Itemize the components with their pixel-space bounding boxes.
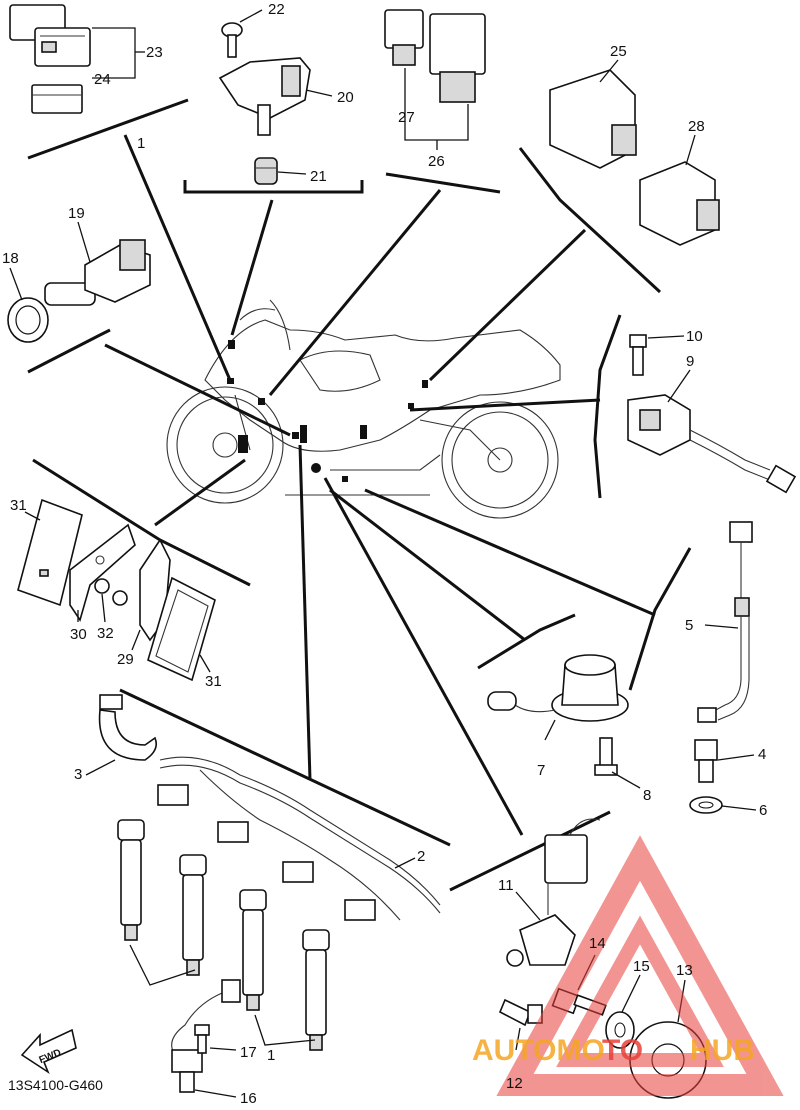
callout-7: 7 <box>537 762 545 779</box>
washer-15 <box>605 1011 635 1049</box>
motorcycle <box>166 299 561 519</box>
reflector-31b <box>147 576 216 682</box>
bolt-12 <box>498 998 543 1027</box>
pickup-7 <box>487 654 629 722</box>
fwd-arrow <box>20 1028 77 1075</box>
bolt-8 <box>594 737 618 776</box>
washer-32 <box>94 578 128 606</box>
relay-26 <box>429 13 486 103</box>
callout-18: 18 <box>2 250 19 267</box>
callout-5: 5 <box>685 617 693 634</box>
section-frames <box>27 98 692 892</box>
callout-30: 30 <box>70 626 87 643</box>
callout-28: 28 <box>688 118 705 135</box>
callout-24: 24 <box>94 71 111 88</box>
screw-22 <box>221 22 243 58</box>
callout-12: 12 <box>506 1075 523 1092</box>
watermark-part2: TO <box>602 1034 643 1067</box>
relay-unit-23 <box>9 4 91 67</box>
callout-19: 19 <box>68 205 85 222</box>
grommet-21 <box>254 157 278 185</box>
callout-8: 8 <box>643 787 651 804</box>
ignition-coils-1 <box>117 819 330 1051</box>
callout-14: 14 <box>589 935 606 952</box>
washer-6 <box>689 796 723 814</box>
callout-25: 25 <box>610 43 627 60</box>
clamp-3 <box>98 694 158 761</box>
washer-18 <box>7 297 49 343</box>
callout-31b: 31 <box>205 673 222 690</box>
diagram-code: 13S4100-G460 <box>8 1077 103 1093</box>
sensor-16 <box>171 979 241 1093</box>
callout-22: 22 <box>268 1 285 18</box>
reflector-31a <box>17 498 83 607</box>
sensor-cable-5 <box>697 521 753 723</box>
callout-16: 16 <box>240 1090 257 1107</box>
unit-28 <box>639 161 720 246</box>
watermark-part1: AUTOMO <box>472 1034 605 1067</box>
watermark-part3: HUB <box>690 1034 755 1067</box>
callout-6: 6 <box>759 802 767 819</box>
callout-17: 17 <box>240 1044 257 1061</box>
bracket-30 <box>69 523 136 622</box>
relay-unit-24 <box>31 84 83 114</box>
sensor-9 <box>627 394 797 494</box>
unit-25 <box>549 69 637 169</box>
bolt-17 <box>194 1024 210 1054</box>
pickup-11 <box>506 818 601 967</box>
callout-15: 15 <box>633 958 650 975</box>
callout-20: 20 <box>337 89 354 106</box>
callout-26: 26 <box>428 153 445 170</box>
callout-29: 29 <box>117 651 134 668</box>
sensor-4 <box>694 739 718 783</box>
wire-harness-2 <box>157 756 441 921</box>
callout-10: 10 <box>686 328 703 345</box>
callout-27: 27 <box>398 109 415 126</box>
bolt-10 <box>629 334 647 376</box>
callout-13: 13 <box>676 962 693 979</box>
callout-4: 4 <box>758 746 766 763</box>
callout-1: 1 <box>137 135 145 152</box>
callout-23: 23 <box>146 44 163 61</box>
relay-27 <box>384 9 424 66</box>
sensor-19 <box>44 239 151 306</box>
callout-labels: 1 1 2 3 4 5 6 7 8 9 10 11 12 13 14 15 16… <box>2 1 767 1107</box>
watermark-text: AUTOMO TO HUB <box>472 1034 755 1067</box>
callout-3: 3 <box>74 766 82 783</box>
callout-31a: 31 <box>10 497 27 514</box>
watermark-logo <box>496 835 784 1096</box>
callout-2: 2 <box>417 848 425 865</box>
callout-1b: 1 <box>267 1047 275 1064</box>
callout-11: 11 <box>498 877 514 894</box>
callout-21: 21 <box>310 168 327 185</box>
sensor-20 <box>218 57 311 136</box>
leader-lines <box>104 134 656 836</box>
callout-32: 32 <box>97 625 114 642</box>
callout-9: 9 <box>686 353 694 370</box>
